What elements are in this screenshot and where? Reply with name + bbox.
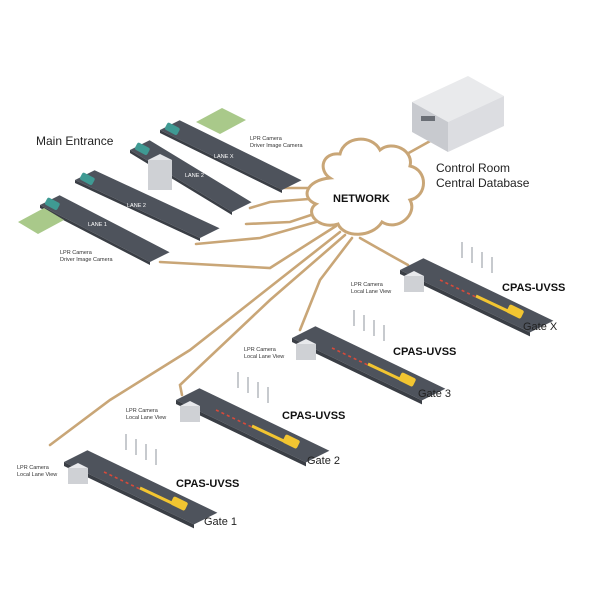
lane-label-4: LANE X	[214, 154, 234, 160]
building-window	[421, 116, 435, 121]
grass-patch	[18, 208, 64, 234]
car	[506, 304, 524, 319]
car	[170, 496, 188, 511]
camera-booth	[404, 276, 424, 292]
lane-road-edge	[160, 130, 282, 193]
gate-1-name: Gate 1	[204, 516, 238, 528]
camera-booth	[68, 468, 88, 484]
main-entrance-lanes	[18, 108, 302, 265]
barrier-arm	[103, 471, 143, 491]
gate-road-edge	[292, 338, 422, 405]
network-cables	[48, 138, 434, 447]
barrier-arm	[331, 347, 371, 367]
lane-label-1: LANE 1	[88, 222, 107, 228]
gate-x-name: Gate X	[523, 321, 558, 333]
lane-label-2: LANE 2	[127, 203, 146, 209]
gate-2-camera-1: LPR Camera	[126, 408, 158, 414]
gate-x-system: CPAS-UVSS	[502, 282, 566, 294]
main-camera-top-2: Driver Image Camera	[250, 143, 303, 149]
gate-1-camera-2: Local Lane View	[17, 472, 58, 478]
lane-road	[40, 195, 170, 262]
lane-road	[160, 120, 302, 190]
lane-road	[75, 170, 220, 238]
main-camera-top-1: LPR Camera	[250, 136, 282, 142]
network-cloud	[305, 137, 425, 236]
building-side	[448, 96, 504, 152]
camera-booth	[180, 406, 200, 422]
car	[134, 142, 150, 155]
uvss-strip	[139, 486, 177, 507]
cable-lane-1	[194, 216, 332, 246]
barrier-arm	[439, 279, 479, 299]
gate-x-camera-2: Local Lane View	[351, 289, 392, 295]
car	[398, 372, 416, 387]
gate-2-camera-2: Local Lane View	[126, 415, 167, 421]
guard-booth	[148, 160, 172, 190]
gate-2-name: Gate 2	[307, 455, 341, 467]
gate-x-camera-1: LPR Camera	[351, 282, 383, 288]
gate-2-system: CPAS-UVSS	[282, 410, 346, 422]
main-camera-bottom-2: Driver Image Camera	[60, 257, 113, 263]
gate-3-camera-2: Local Lane View	[244, 354, 285, 360]
gate-roads	[64, 242, 554, 529]
gate-3-system: CPAS-UVSS	[393, 346, 457, 358]
car	[164, 122, 180, 135]
gate-road-edge	[400, 270, 530, 337]
main-entrance-title: Main Entrance	[36, 134, 114, 148]
network-label: NETWORK	[333, 193, 390, 205]
cable-gate-2	[178, 233, 347, 397]
uvss-strip	[251, 424, 289, 445]
lane-road-edge	[40, 205, 150, 265]
cable-lane-2a	[248, 196, 324, 210]
cable-main-bottom	[158, 224, 338, 270]
car	[79, 172, 95, 185]
cable-gate-1	[48, 230, 342, 447]
camera-booth	[296, 344, 316, 360]
gate-road-edge	[64, 462, 194, 529]
control-room-label-1: Control Room	[436, 161, 511, 175]
control-room-label-2: Central Database	[436, 176, 530, 190]
building-roof	[412, 76, 504, 122]
lane-label-3: LANE 2	[185, 173, 204, 179]
cable-gate-x	[358, 236, 410, 267]
car	[282, 434, 300, 449]
gate-road-edge	[176, 400, 306, 467]
barrier-arm	[215, 409, 255, 429]
uvss-strip	[367, 362, 405, 383]
lane-road-edge	[75, 180, 200, 241]
car	[44, 197, 60, 210]
grass-patch	[196, 108, 246, 134]
gate-3-camera-1: LPR Camera	[244, 347, 276, 353]
gate-1-camera-1: LPR Camera	[17, 465, 49, 471]
gate-3-name: Gate 3	[418, 388, 452, 400]
uvss-strip	[475, 294, 513, 315]
cable-gate-3	[298, 236, 354, 332]
main-camera-bottom-1: LPR Camera	[60, 250, 92, 256]
building-front	[412, 102, 448, 152]
control-room-building	[412, 76, 504, 152]
gate-1-system: CPAS-UVSS	[176, 478, 240, 490]
